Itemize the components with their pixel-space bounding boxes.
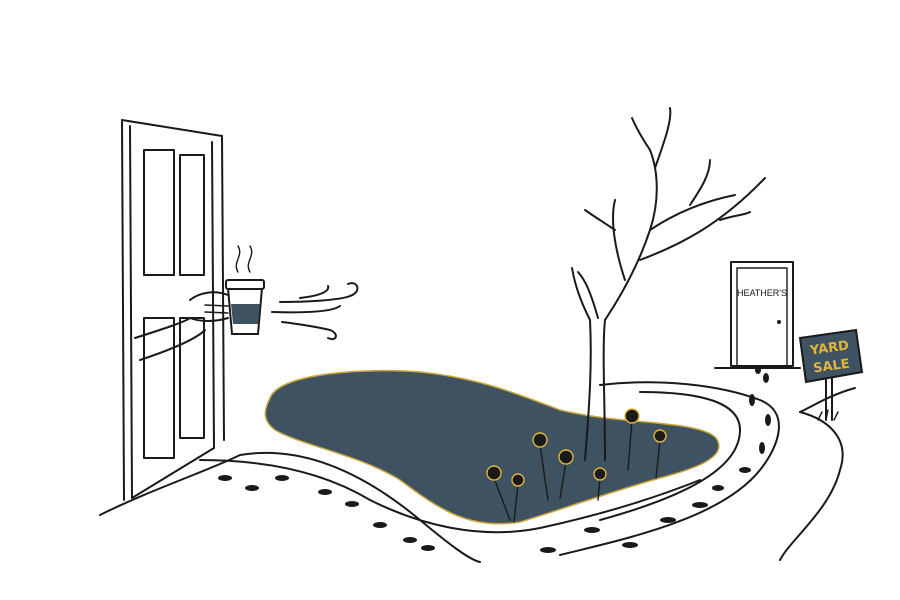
flower-icon [486,465,511,521]
footprint-icon [749,394,755,406]
tree-icon [571,107,766,461]
footprint-icon [245,485,259,491]
footprint-icon [403,537,417,543]
sign-line-1: YARD [808,338,850,358]
footprint-icon [712,485,724,491]
pond [264,369,720,525]
flower-icon [532,432,549,501]
footprint-icon [218,475,232,481]
heathers-door: HEATHER'S [730,261,794,367]
footprint-icon [692,502,708,508]
footprint-icon [755,366,761,374]
flower-icon [593,467,607,501]
footprints [218,366,771,553]
yard-sale-sign-icon: YARD SALE [798,328,864,421]
footprint-icon [759,442,765,454]
footprint-icon [739,467,751,473]
footprint-icon [345,501,359,507]
sign-line-2: SALE [812,357,850,377]
footprint-icon [373,522,387,528]
footprint-icon [421,545,435,551]
footprint-icon [318,489,332,495]
footprint-icon [275,475,289,481]
footprint-icon [540,547,556,553]
flower-icon [558,449,574,499]
flowers [486,408,667,523]
wind-icon [271,282,359,340]
flower-icon [653,429,667,479]
door-label: HEATHER'S [737,288,787,298]
front-door [121,119,225,501]
footprint-icon [660,517,676,523]
coffee-cup-icon [225,245,265,335]
footprint-icon [584,527,600,533]
footprint-icon [765,414,771,426]
path-lines [99,367,856,563]
flower-icon [511,473,525,523]
flower-icon [624,408,640,471]
footprint-icon [622,542,638,548]
arm-with-coffee [134,291,229,361]
footprint-icon [763,373,769,383]
